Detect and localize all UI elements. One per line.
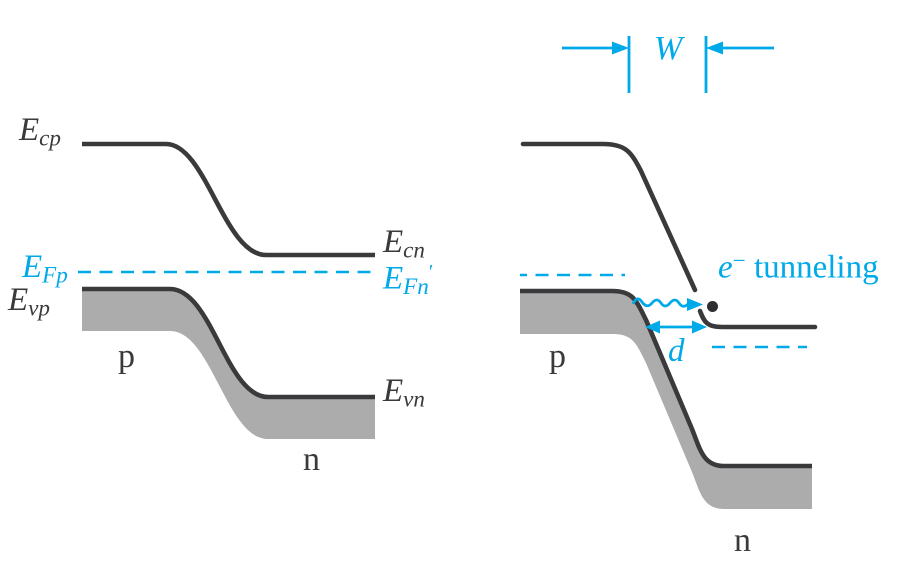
label-EFp-subscript: Fp <box>42 261 68 288</box>
label-Ecp: Ecp <box>19 114 61 150</box>
left-conduction-band-line <box>82 141 375 258</box>
tunneling-wavy-arrow-head <box>687 298 703 311</box>
depletion-width-arrow-left-head <box>612 41 629 55</box>
electron-tunneling-label-superscript: − <box>732 247 746 273</box>
label-Evp-symbol: E <box>8 282 29 318</box>
left-p-region-label: p <box>118 338 135 375</box>
label-EFp-symbol: E <box>22 249 43 285</box>
tunnel-distance-arrow-head-left <box>645 320 660 334</box>
right-conduction-band-n-line <box>697 308 818 330</box>
tunnel-distance-label: d <box>668 333 685 369</box>
label-Ecn: Ecn <box>383 226 425 262</box>
left-valence-band-line <box>82 286 375 400</box>
tunnel-distance-arrow-head-right <box>692 320 707 334</box>
depletion-width-arrow-right-head <box>706 41 723 55</box>
right-valence-band-fill <box>520 291 812 509</box>
label-EFn-symbol: E <box>383 260 404 297</box>
label-Evn: Evn <box>383 375 425 411</box>
label-Ecp-subscript: cp <box>39 124 61 151</box>
label-EFn-prime-mark: ′ <box>428 261 434 283</box>
right-conduction-band-p-line <box>520 141 698 293</box>
right-n-region-label: n <box>734 522 751 559</box>
tunnel-distance-arrow <box>645 320 707 334</box>
label-Evp: Evp <box>8 284 50 320</box>
label-Evp-subscript: vp <box>28 294 50 321</box>
tunneling-wavy-arrow-line <box>631 297 689 308</box>
depletion-width-annotation <box>562 36 774 93</box>
label-EFn-subscript: Fn <box>403 273 429 300</box>
label-Ecn-subscript: cn <box>403 236 425 263</box>
label-Ecp-symbol: E <box>19 112 40 148</box>
electron-tunneling-label: e− tunneling <box>718 247 879 286</box>
label-EFn-prime: EFn′ <box>383 262 433 298</box>
electron-tunneling-label-symbol: e <box>718 249 733 286</box>
left-n-region-label: n <box>303 441 320 478</box>
label-Evn-subscript: vn <box>403 385 425 412</box>
right-valence-band-line <box>520 288 812 469</box>
label-Evn-symbol: E <box>383 373 404 409</box>
electron-tunneling-label-text: tunneling <box>745 249 879 286</box>
tunneling-wavy-arrow <box>631 297 703 311</box>
label-EFp: EFp <box>22 251 68 287</box>
label-Ecn-symbol: E <box>383 224 404 260</box>
depletion-width-label: W <box>654 30 683 67</box>
electron-dot <box>707 301 718 312</box>
right-p-region-label: p <box>549 338 566 375</box>
